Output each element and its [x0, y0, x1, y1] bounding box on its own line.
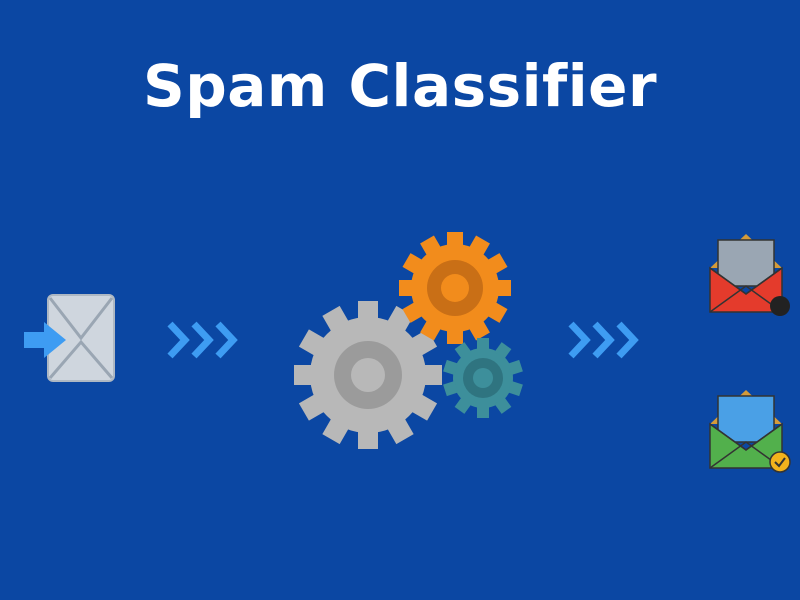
spam-envelope-icon	[709, 234, 790, 316]
triple-chevron-arrow-icon	[167, 321, 238, 359]
gears-icon	[294, 232, 523, 449]
page-title: Spam Classifier	[142, 52, 658, 120]
inbox-envelope-icon	[709, 390, 791, 473]
incoming-mail-icon	[24, 294, 115, 382]
triple-chevron-arrow-icon	[568, 321, 639, 359]
